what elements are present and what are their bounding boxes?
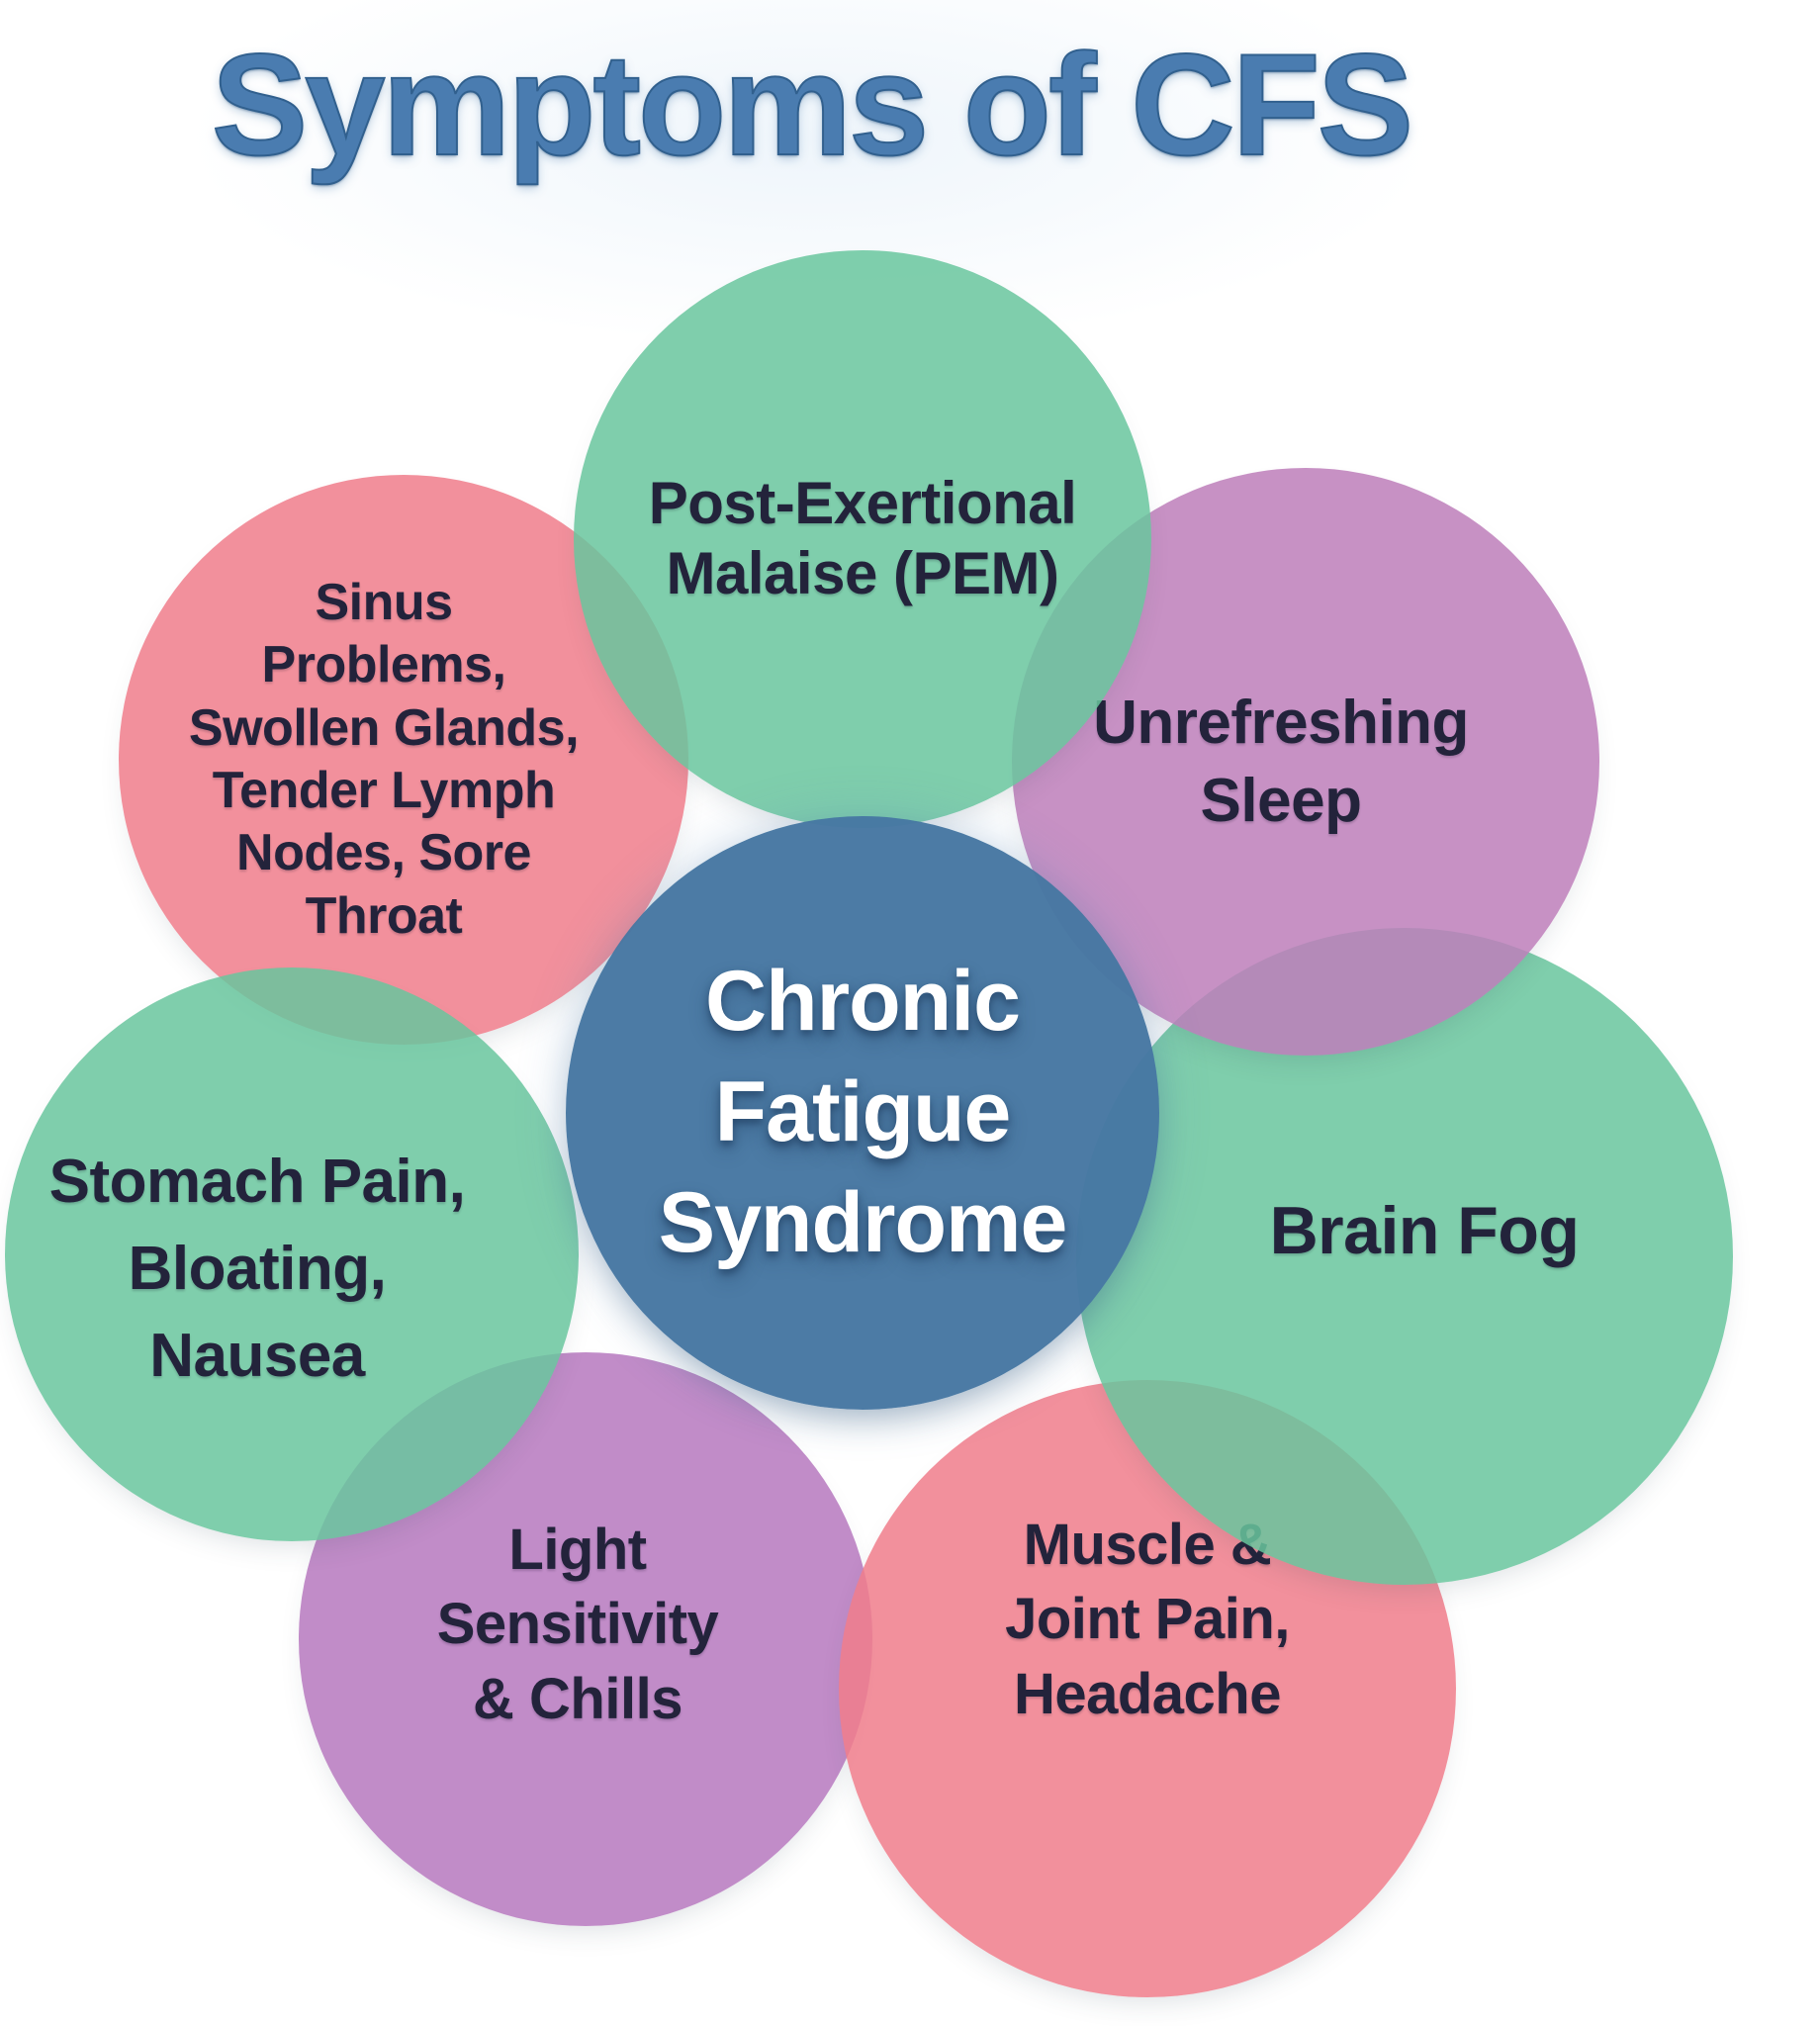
symptom-label-brain-fog: Brain Fog bbox=[1269, 1193, 1580, 1269]
symptom-label-muscle-joint-pain: Muscle & Joint Pain, Headache bbox=[1005, 1512, 1290, 1726]
symptom-label-unrefreshing-sleep: Unrefreshing Sleep bbox=[1093, 688, 1469, 835]
symptom-circle-muscle-joint-pain: Muscle & Joint Pain, Headache bbox=[839, 1380, 1456, 1997]
symptom-label-sinus-problems: Sinus Problems, Swollen Glands, Tender L… bbox=[188, 573, 580, 945]
symptom-label-light-sensitivity: Light Sensitivity & Chills bbox=[436, 1517, 719, 1731]
symptom-label-stomach-pain: Stomach Pain, Bloating, Nausea bbox=[48, 1147, 466, 1391]
symptom-circle-post-exertional-malaise: Post-Exertional Malaise (PEM) bbox=[574, 250, 1151, 828]
center-circle-chronic-fatigue-syndrome: Chronic Fatigue Syndrome bbox=[566, 816, 1159, 1410]
symptom-circle-stomach-pain: Stomach Pain, Bloating, Nausea bbox=[5, 967, 579, 1541]
center-label-chronic-fatigue-syndrome: Chronic Fatigue Syndrome bbox=[658, 954, 1068, 1270]
page-title: Symptoms of CFS bbox=[211, 23, 1414, 186]
symptom-label-post-exertional-malaise: Post-Exertional Malaise (PEM) bbox=[648, 470, 1077, 606]
